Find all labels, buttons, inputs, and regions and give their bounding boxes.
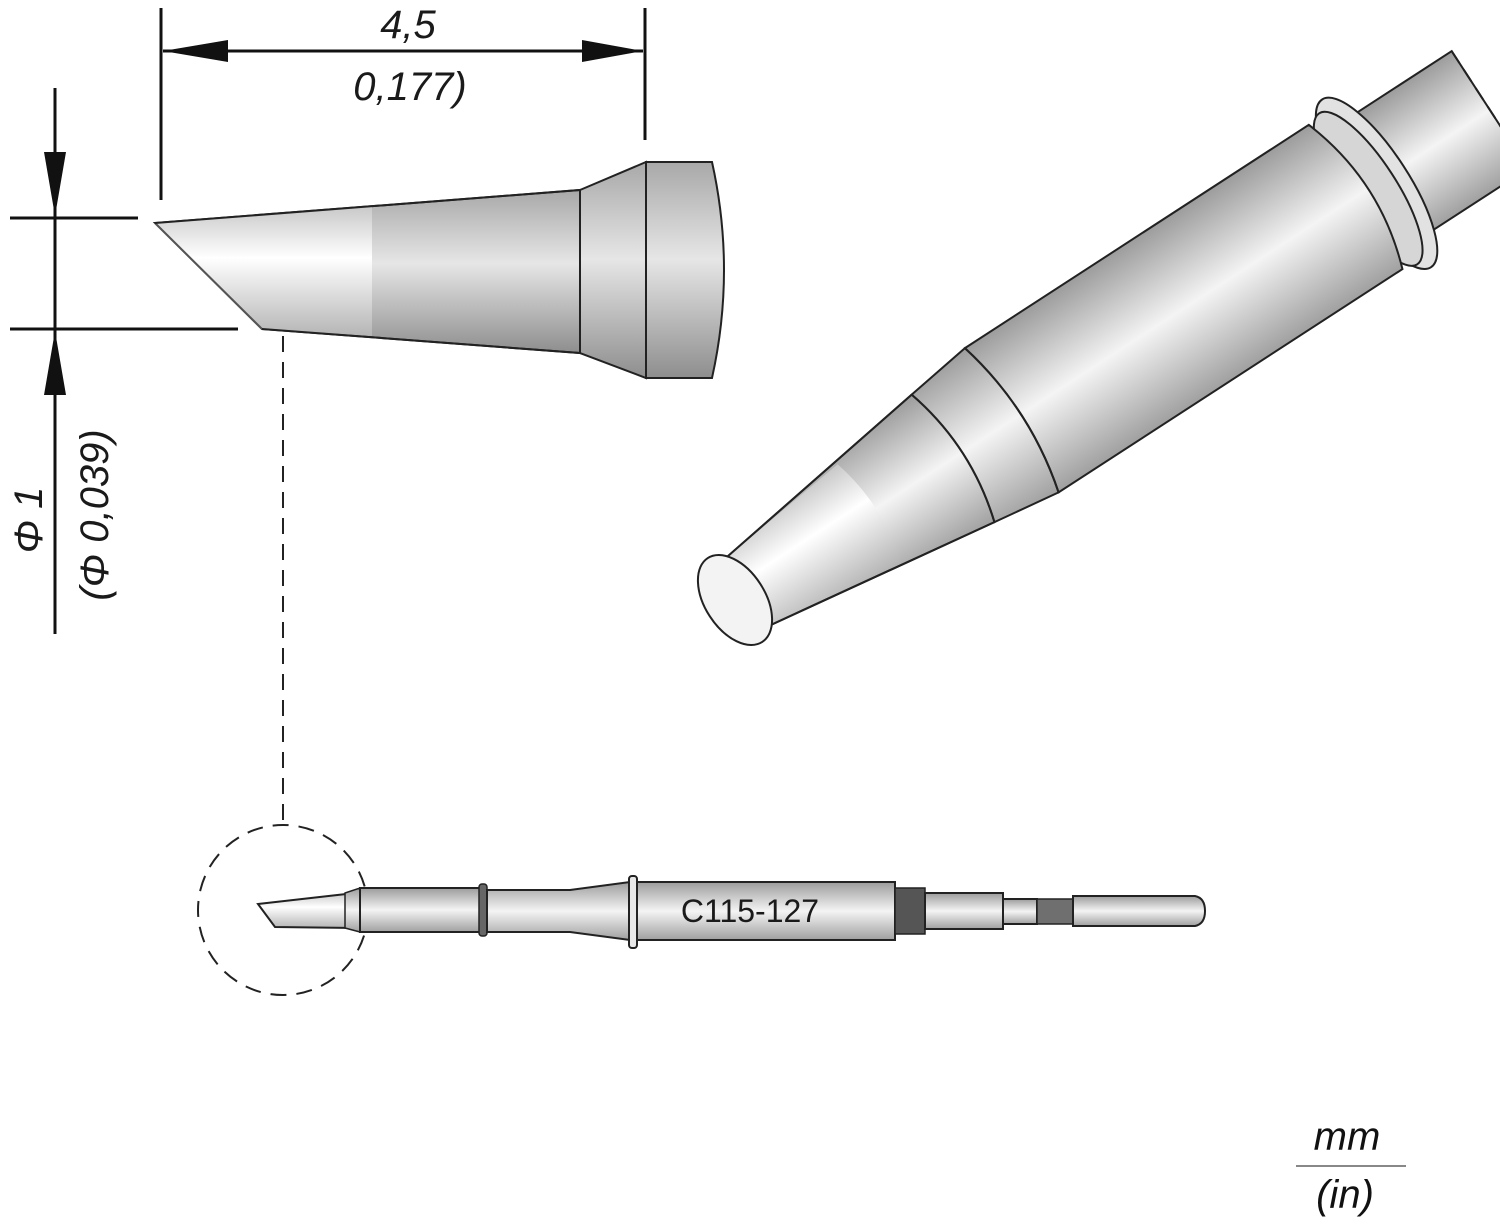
dark-band [894,887,926,935]
arrow-down-icon [44,152,66,216]
full-cartridge-view: C115-127 [197,824,1207,996]
units-legend: mm (in) [1296,1115,1406,1217]
units-secondary: (in) [1316,1173,1374,1217]
diameter-dimension: Φ 1 (Φ 0,039) [7,88,238,634]
length-mm-label: 4,5 [380,3,436,47]
perspective-view [696,49,1500,647]
diameter-mm-label: Φ 1 [7,487,51,554]
part-number-label: C115-127 [681,893,819,929]
arrow-up-icon [44,331,66,395]
diameter-in-label: (Φ 0,039) [73,429,117,600]
units-primary: mm [1314,1115,1381,1159]
arrow-left-icon [163,40,228,62]
arrow-right-icon [582,40,643,62]
side-view-detail [152,160,725,825]
length-in-label: 0,177) [353,65,466,109]
length-dimension: 4,5 0,177) [159,3,647,200]
